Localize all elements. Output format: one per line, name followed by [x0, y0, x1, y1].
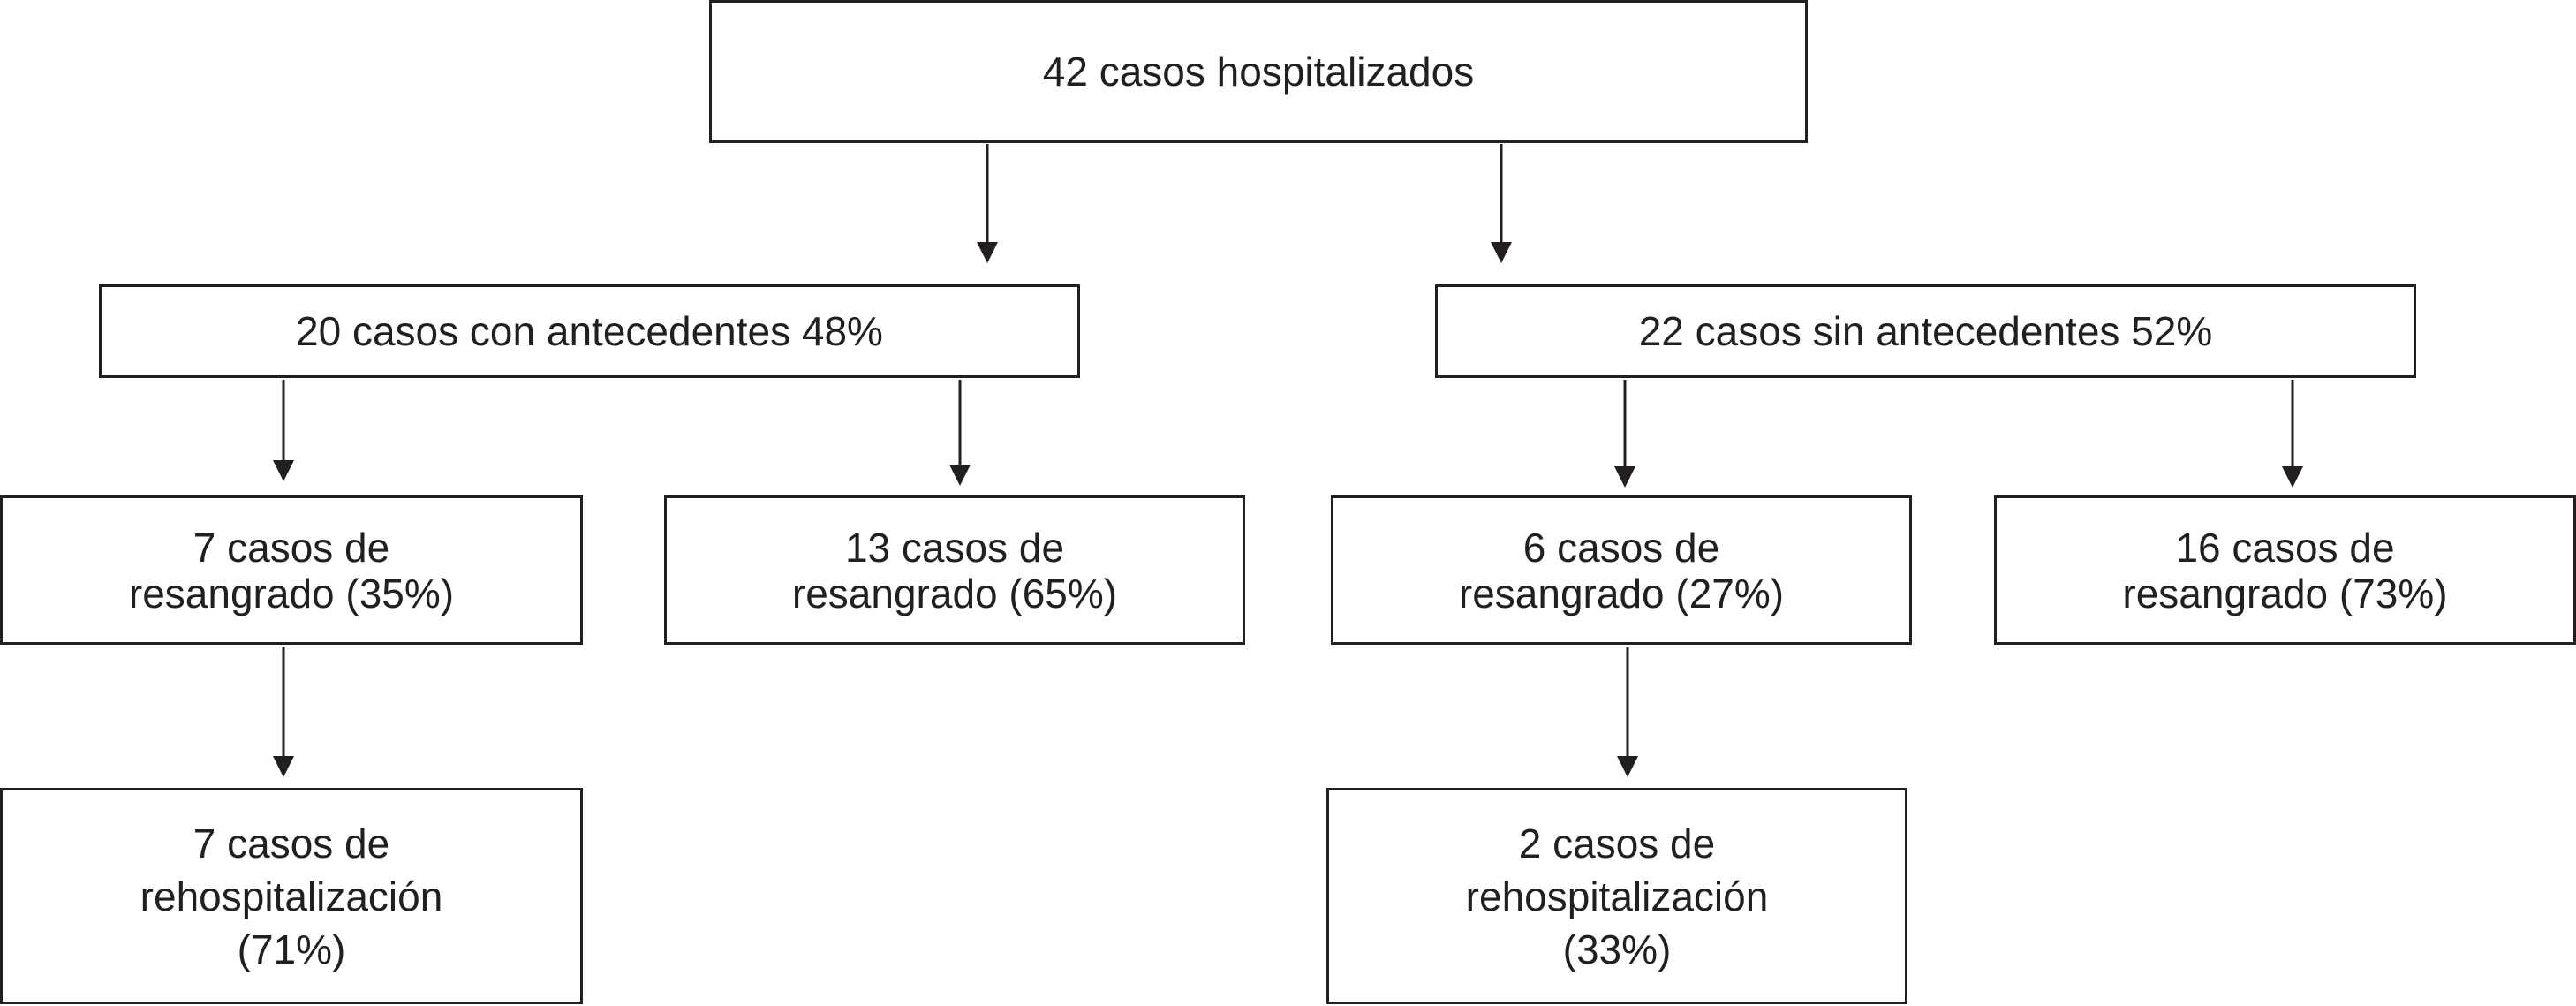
- box-line-3: (71%): [237, 926, 346, 972]
- box-total-hospitalized: 42 casos hospitalizados: [709, 0, 1808, 143]
- box-without-history-text: 22 casos sin antecedentes 52%: [1638, 308, 2213, 354]
- box-line-1: 7 casos de: [193, 820, 390, 866]
- box-line-3: (33%): [1562, 926, 1672, 972]
- box-without-history: 22 casos sin antecedentes 52%: [1435, 284, 2416, 378]
- box-with-history-rebleeding-13: 13 casos de resangrado (65%): [664, 495, 1245, 645]
- box-without-history-rehospitalization: 2 casos de rehospitalización (33%): [1326, 788, 1907, 1004]
- box-with-history-text: 20 casos con antecedentes 48%: [296, 308, 883, 354]
- box-with-history: 20 casos con antecedentes 48%: [99, 284, 1080, 378]
- box-without-history-rebleeding-6: 6 casos de resangrado (27%): [1331, 495, 1912, 645]
- box-line-2: resangrado (27%): [1458, 570, 1785, 616]
- box-line-2: rehospitalización: [140, 873, 443, 919]
- box-total-text: 42 casos hospitalizados: [1042, 49, 1475, 95]
- box-line-1: 16 casos de: [2175, 524, 2395, 571]
- box-line-2: resangrado (35%): [128, 570, 455, 616]
- box-with-history-rehospitalization: 7 casos de rehospitalización (71%): [0, 788, 583, 1004]
- box-line-2: resangrado (65%): [791, 570, 1118, 616]
- box-line-2: resangrado (73%): [2122, 570, 2448, 616]
- box-with-history-rebleeding-7: 7 casos de resangrado (35%): [0, 495, 583, 645]
- box-line-1: 6 casos de: [1522, 524, 1720, 571]
- box-line-1: 2 casos de: [1518, 820, 1716, 866]
- box-without-history-rebleeding-16: 16 casos de resangrado (73%): [1994, 495, 2576, 645]
- box-line-1: 7 casos de: [193, 524, 390, 571]
- box-line-1: 13 casos de: [844, 524, 1065, 571]
- box-line-2: rehospitalización: [1465, 873, 1769, 919]
